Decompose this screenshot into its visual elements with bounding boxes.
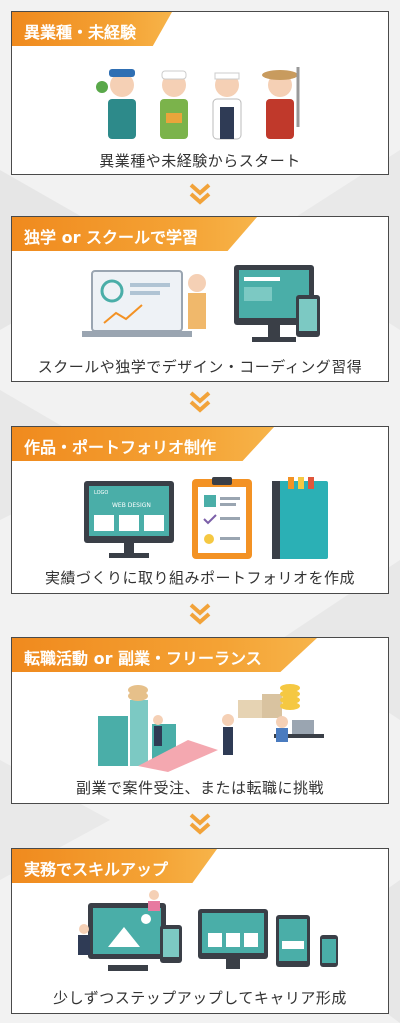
step-card-1: 異業種・未経験 異業種や未経験からスタート (11, 11, 389, 175)
portfolio-illustration: LOGO WEB DESIGN (84, 477, 328, 559)
step-title-tag: 作品・ポートフォリオ制作 (12, 427, 274, 461)
step-title: 異業種・未経験 (24, 23, 137, 42)
step-caption: 少しずつステップアップしてキャリア形成 (53, 989, 347, 1007)
step-caption: 実績づくりに取り組みポートフォリオを作成 (44, 569, 355, 587)
step-title: 転職活動 or 副業・フリーランス (24, 649, 262, 668)
step-title: 作品・ポートフォリオ制作 (24, 438, 217, 457)
step-caption: 副業で案件受注、または転職に挑戦 (75, 779, 324, 797)
step-card-4: 転職活動 or 副業・フリーランス 副業で案件受注、または転職に挑戦 (11, 637, 389, 804)
chevron-down-icon (189, 603, 211, 625)
step-title-tag: 異業種・未経験 (12, 12, 172, 46)
career-illustration (98, 684, 324, 772)
step-title: 独学 or スクールで学習 (24, 228, 199, 247)
step-title: 実務でスキルアップ (24, 860, 169, 879)
study-illustration (82, 265, 320, 342)
workers-illustration (96, 67, 300, 140)
chevron-down-icon (189, 183, 211, 205)
step-caption: スクールや独学でデザイン・コーディング習得 (37, 358, 363, 376)
devices-illustration (78, 890, 338, 971)
step-title-tag: 実務でスキルアップ (12, 849, 217, 883)
step-card-5: 実務でスキルアップ 少しずつステップアップしてキャリア形成 (11, 848, 389, 1014)
logo-label: LOGO (94, 490, 108, 496)
chevron-down-icon (189, 391, 211, 413)
step-title-tag: 独学 or スクールで学習 (12, 217, 257, 251)
step-title-tag: 転職活動 or 副業・フリーランス (12, 638, 317, 672)
step-caption: 異業種や未経験からスタート (99, 152, 301, 170)
chevron-down-icon (189, 813, 211, 835)
web-design-label: WEB DESIGN (112, 502, 151, 509)
step-card-2: 独学 or スクールで学習 スクールや独学でデザイン・コーディング習得 (11, 216, 389, 382)
step-card-3: 作品・ポートフォリオ制作 LOGO WEB DESIGN 実績づくりに取り組みポ… (11, 426, 389, 594)
